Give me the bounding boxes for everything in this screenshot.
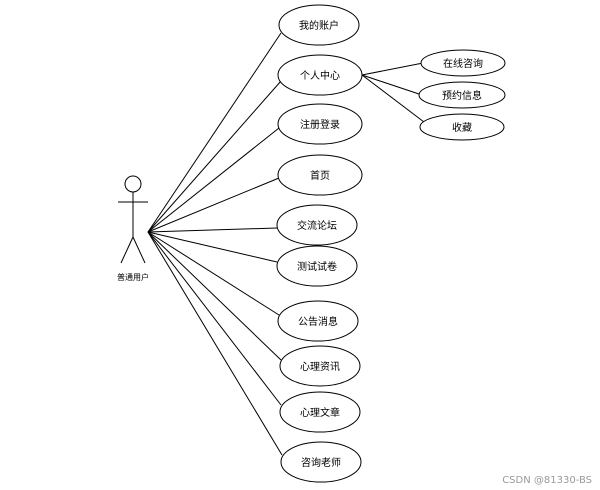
usecase-consult-teacher[interactable]: 咨询老师 bbox=[280, 441, 362, 483]
usecase-label: 个人中心 bbox=[300, 69, 340, 82]
usecase-personal-center[interactable]: 个人中心 bbox=[277, 54, 363, 96]
usecase-psych-article[interactable]: 心理文章 bbox=[279, 391, 361, 433]
line-home bbox=[147, 177, 280, 233]
line-announcement bbox=[147, 231, 280, 316]
usecase-forum[interactable]: 交流论坛 bbox=[276, 204, 358, 246]
actor-name: 普通用户 bbox=[117, 272, 149, 282]
line-consult-teacher bbox=[147, 231, 283, 456]
actor-left-leg bbox=[120, 236, 134, 264]
actor-head bbox=[124, 175, 142, 193]
line-register-login bbox=[147, 127, 280, 233]
use-cases: 我的账户 个人中心 注册登录 首页 交流论坛 测试试卷 公告消息 心理资讯 bbox=[276, 4, 363, 483]
actor: 普通用户 bbox=[117, 175, 149, 282]
usecase-online-consult[interactable]: 在线咨询 bbox=[420, 49, 506, 77]
line-booking-info bbox=[361, 74, 420, 95]
sub-association-lines bbox=[361, 62, 425, 123]
usecase-label: 在线咨询 bbox=[443, 57, 483, 70]
usecase-label: 测试试卷 bbox=[297, 260, 337, 273]
usecase-my-account[interactable]: 我的账户 bbox=[278, 4, 360, 46]
sub-use-cases: 在线咨询 预约信息 收藏 bbox=[418, 49, 506, 141]
actor-right-leg bbox=[132, 236, 146, 264]
line-favorites bbox=[361, 74, 425, 123]
usecase-label: 咨询老师 bbox=[301, 456, 341, 469]
usecase-label: 我的账户 bbox=[299, 19, 339, 32]
usecase-label: 首页 bbox=[310, 169, 330, 182]
usecase-label: 公告消息 bbox=[298, 315, 338, 328]
usecase-booking-info[interactable]: 预约信息 bbox=[418, 81, 506, 109]
line-forum bbox=[147, 227, 278, 233]
usecase-label: 心理资讯 bbox=[300, 361, 340, 373]
usecase-favorites[interactable]: 收藏 bbox=[419, 113, 505, 141]
line-my-account bbox=[147, 32, 282, 233]
usecase-register-login[interactable]: 注册登录 bbox=[277, 103, 363, 145]
line-personal-center bbox=[147, 80, 282, 233]
usecase-psych-news[interactable]: 心理资讯 bbox=[279, 345, 361, 387]
line-test-paper bbox=[147, 231, 278, 263]
usecase-label: 交流论坛 bbox=[297, 219, 337, 232]
usecase-label: 心理文章 bbox=[300, 406, 340, 419]
usecase-label: 收藏 bbox=[452, 121, 472, 134]
usecase-label: 预约信息 bbox=[442, 89, 482, 102]
usecase-label: 注册登录 bbox=[300, 118, 340, 131]
usecase-home[interactable]: 首页 bbox=[277, 154, 363, 196]
line-psych-news bbox=[147, 231, 282, 361]
watermark-text: CSDN @81330-BS bbox=[502, 475, 592, 486]
usecase-announcement[interactable]: 公告消息 bbox=[277, 300, 359, 342]
association-lines bbox=[147, 32, 283, 456]
line-psych-article bbox=[147, 231, 282, 406]
line-online-consult bbox=[361, 62, 424, 76]
usecase-test-paper[interactable]: 测试试卷 bbox=[276, 245, 358, 287]
